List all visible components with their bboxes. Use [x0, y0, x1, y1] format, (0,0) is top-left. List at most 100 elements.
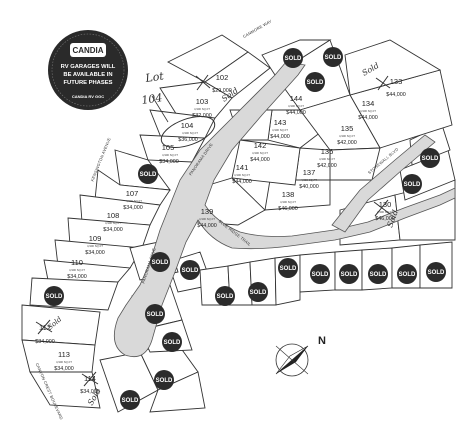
sold-marker[interactable]: SOLD [305, 72, 325, 92]
svg-text:SOLD: SOLD [285, 56, 302, 62]
handwritten-lot-note: Lot [144, 69, 166, 85]
sold-marker[interactable]: SOLD [162, 332, 182, 352]
lot-price: $44,000 [286, 110, 306, 116]
lot-number: 137 [303, 168, 316, 177]
lot-number: 138 [282, 190, 295, 199]
sold-marker[interactable]: SOLD [120, 390, 140, 410]
svg-text:SOLD: SOLD [280, 266, 297, 272]
svg-text:SOLD: SOLD [46, 294, 63, 300]
lot-108[interactable]: 108 4,900 SQ.FT $34,000 [103, 211, 123, 233]
svg-text:SOLD: SOLD [156, 378, 173, 384]
svg-text:SOLD: SOLD [250, 290, 267, 296]
lot-number: 109 [89, 234, 102, 243]
lot-number: 139 [201, 207, 214, 216]
lot-price: $29,000 [212, 88, 232, 94]
lot-number: 135 [341, 124, 354, 133]
lot-number: 143 [274, 118, 287, 127]
sold-marker[interactable]: SOLD [426, 262, 446, 282]
lot-109[interactable]: 109 4,900 SQ.FT $34,000 [85, 234, 105, 256]
lot-sqft: 4,900 SQ.FT [319, 157, 335, 161]
lot-number: 142 [254, 141, 267, 150]
svg-text:SOLD: SOLD [325, 55, 342, 61]
svg-text:SOLD: SOLD [164, 340, 181, 346]
lot-price: $34,000 [85, 250, 105, 256]
sold-marker[interactable]: SOLD [310, 264, 330, 284]
lot-142[interactable]: 142 4,900 SQ.FT $44,000 [250, 141, 270, 163]
lot-138[interactable]: 138 4,900 SQ.FT $46,000 [278, 190, 298, 212]
sold-marker[interactable]: SOLD [339, 264, 359, 284]
lot-143[interactable]: 143 4,900 SQ.FT $44,000 [270, 118, 290, 140]
lot-price: $44,000 [197, 223, 217, 229]
lot-number: 107 [126, 189, 139, 198]
badge-line1: RV GARAGES WILL [61, 64, 116, 70]
svg-text:SOLD: SOLD [140, 172, 157, 178]
lot-number: 144 [290, 94, 303, 103]
lot-sqft: 4,900 SQ.FT [199, 217, 215, 221]
lot-price: $44,000 [358, 115, 378, 121]
lot-134[interactable]: 134 4,900 SQ.FT $44,000 [358, 99, 378, 121]
lot-price: $44,000 [232, 179, 252, 185]
sold-marker[interactable]: SOLD [283, 48, 303, 68]
svg-text:SOLD: SOLD [182, 268, 199, 274]
sold-marker[interactable]: SOLD [368, 264, 388, 284]
svg-text:SOLD: SOLD [147, 312, 164, 318]
sold-marker[interactable]: SOLD [278, 258, 298, 278]
svg-text:SOLD: SOLD [422, 156, 439, 162]
lot-sqft: 4,900 SQ.FT [162, 153, 178, 157]
lot-144[interactable]: 144 4,900 SQ.FT $44,000 [286, 94, 306, 116]
lot-135[interactable]: 135 4,900 SQ.FT $42,000 [337, 124, 357, 146]
lot-price: $36,000 [178, 137, 198, 143]
sold-marker[interactable]: SOLD [44, 286, 64, 306]
svg-text:SOLD: SOLD [152, 260, 169, 266]
badge-sub: CANDIA RV GGC [72, 94, 104, 99]
lot-sqft: 4,900 SQ.FT [194, 107, 210, 111]
svg-text:SOLD: SOLD [370, 272, 387, 278]
badge-line3: FUTURE PHASES [64, 80, 113, 86]
lot-107[interactable]: 107 4,900 SQ.FT $34,000 [123, 189, 143, 211]
lot-number: 102 [216, 73, 229, 82]
lot-137[interactable]: 137 4,900 SQ.FT $40,000 [299, 168, 319, 190]
sold-marker[interactable]: SOLD [215, 286, 235, 306]
sold-marker[interactable]: SOLD [248, 282, 268, 302]
lot-price: $34,000 [103, 227, 123, 233]
lot-102[interactable]: 102 $29,000 [212, 73, 232, 94]
svg-text:SOLD: SOLD [404, 182, 421, 188]
lot-110[interactable]: 110 4,900 SQ.FT $34,000 [67, 258, 87, 280]
lot-130[interactable]: 130 4,900 SQ.FT $46,000 [375, 200, 395, 222]
lot-sqft: 4,900 SQ.FT [377, 210, 393, 214]
sold-marker[interactable]: SOLD [323, 47, 343, 67]
lot-sqft: 4,900 SQ.FT [105, 221, 121, 225]
lot-139[interactable]: 139 4,900 SQ.FT $44,000 [197, 207, 217, 229]
lot-price: $40,000 [299, 184, 319, 190]
sold-marker[interactable]: SOLD [138, 164, 158, 184]
lot-price: $34,000 [123, 205, 143, 211]
lot-104[interactable]: 104 4,900 SQ.FT $36,000 [178, 121, 198, 143]
lot-113[interactable]: 113 4,900 SQ.FT $34,000 [54, 350, 74, 372]
lot-105[interactable]: 105 4,900 SQ.FT $34,000 [159, 143, 179, 165]
lot-price: $46,000 [278, 206, 298, 212]
sold-markers: SOLD SOLD SOLD SOLD SOLD SOLD SOLD SOLD … [44, 47, 446, 410]
lot-sqft: 4,900 SQ.FT [301, 178, 317, 182]
svg-text:SOLD: SOLD [341, 272, 358, 278]
lot-133[interactable]: 133 $44,000 [386, 77, 406, 98]
compass: N [275, 335, 326, 377]
lot-price: $46,000 [375, 216, 395, 222]
sold-marker[interactable]: SOLD [402, 174, 422, 194]
lot-141[interactable]: 141 4,900 SQ.FT $44,000 [232, 163, 252, 185]
lot-number: 108 [107, 211, 120, 220]
lot-price: $44,000 [270, 134, 290, 140]
lot-number: 134 [362, 99, 375, 108]
sold-marker[interactable]: SOLD [150, 252, 170, 272]
sold-marker[interactable]: SOLD [180, 260, 200, 280]
lot-136[interactable]: 136 4,900 SQ.FT $42,000 [317, 147, 337, 169]
sold-marker[interactable]: SOLD [420, 148, 440, 168]
svg-text:SOLD: SOLD [428, 270, 445, 276]
sold-marker[interactable]: SOLD [397, 264, 417, 284]
lot-sqft: 4,900 SQ.FT [182, 131, 198, 135]
lot-price: $34,000 [159, 159, 179, 165]
sold-marker[interactable]: SOLD [145, 304, 165, 324]
lot-number: 136 [321, 147, 334, 156]
sold-marker[interactable]: SOLD [154, 370, 174, 390]
svg-text:SOLD: SOLD [217, 294, 234, 300]
